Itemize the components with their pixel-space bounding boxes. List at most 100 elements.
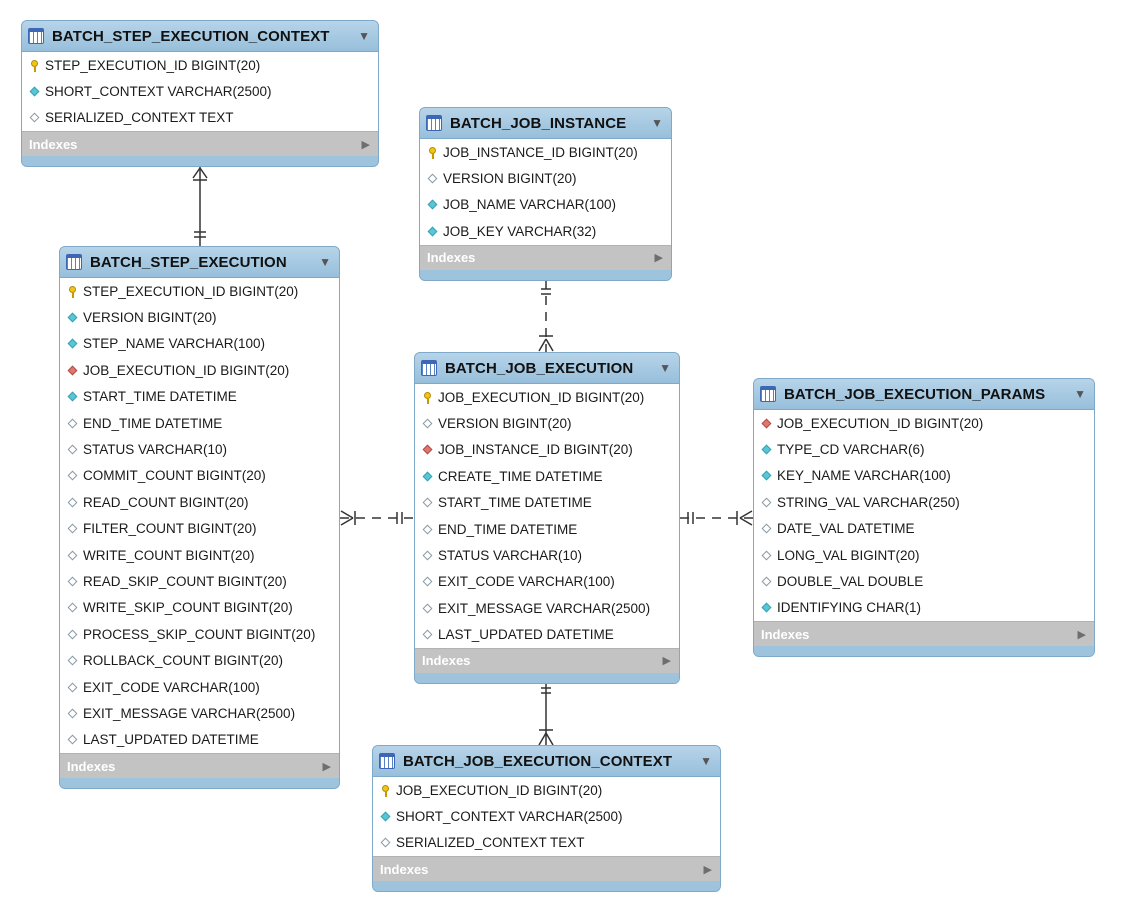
column-row[interactable]: SHORT_CONTEXT VARCHAR(2500) [373, 803, 720, 829]
nullable-column-icon [65, 418, 79, 429]
table-batch-step-execution-context[interactable]: BATCH_STEP_EXECUTION_CONTEXT ▼ STEP_EXEC… [21, 20, 379, 168]
table-batch-step-execution[interactable]: BATCH_STEP_EXECUTION ▼ STEP_EXECUTION_ID… [59, 246, 340, 790]
table-batch-job-execution-params[interactable]: BATCH_JOB_EXECUTION_PARAMS ▼ JOB_EXECUTI… [753, 378, 1095, 658]
table-batch-job-instance[interactable]: BATCH_JOB_INSTANCE ▼ JOB_INSTANCE_ID BIG… [419, 107, 672, 281]
column-definition: READ_SKIP_COUNT BIGINT(20) [83, 573, 287, 589]
column-definition: STATUS VARCHAR(10) [83, 442, 228, 458]
table-footer [22, 156, 378, 167]
table-batch-job-execution[interactable]: BATCH_JOB_EXECUTION ▼ JOB_EXECUTION_ID B… [414, 352, 680, 684]
column-row[interactable]: JOB_KEY VARCHAR(32) [420, 218, 671, 244]
column-row[interactable]: IDENTIFYING CHAR(1) [754, 595, 1094, 621]
column-definition: STATUS VARCHAR(10) [438, 548, 583, 564]
column-row[interactable]: TYPE_CD VARCHAR(6) [754, 436, 1094, 462]
column-row[interactable]: PROCESS_SKIP_COUNT BIGINT(20) [60, 621, 339, 647]
column-row[interactable]: EXIT_MESSAGE VARCHAR(2500) [415, 595, 679, 621]
column-row[interactable]: JOB_NAME VARCHAR(100) [420, 192, 671, 218]
column-row[interactable]: DATE_VAL DATETIME [754, 516, 1094, 542]
column-row[interactable]: READ_COUNT BIGINT(20) [60, 489, 339, 515]
table-batch-job-execution-context[interactable]: BATCH_JOB_EXECUTION_CONTEXT ▼ JOB_EXECUT… [372, 745, 721, 893]
column-row[interactable]: EXIT_CODE VARCHAR(100) [415, 569, 679, 595]
table-header[interactable]: BATCH_JOB_EXECUTION ▼ [415, 353, 679, 383]
indexes-section[interactable]: Indexes ▶ [415, 647, 679, 673]
column-list: JOB_INSTANCE_ID BIGINT(20)VERSION BIGINT… [420, 138, 671, 245]
column-row[interactable]: START_TIME DATETIME [60, 384, 339, 410]
collapse-caret-icon[interactable]: ▼ [659, 361, 671, 375]
expand-arrow-icon[interactable]: ▶ [322, 760, 331, 773]
column-row[interactable]: ROLLBACK_COUNT BIGINT(20) [60, 647, 339, 673]
table-header[interactable]: BATCH_JOB_INSTANCE ▼ [420, 108, 671, 138]
column-definition: IDENTIFYING CHAR(1) [777, 600, 922, 616]
table-footer [415, 672, 679, 683]
table-header[interactable]: BATCH_JOB_EXECUTION_PARAMS ▼ [754, 379, 1094, 409]
indexes-section[interactable]: Indexes ▶ [420, 244, 671, 270]
column-row[interactable]: EXIT_MESSAGE VARCHAR(2500) [60, 700, 339, 726]
column-row[interactable]: SERIALIZED_CONTEXT TEXT [22, 105, 378, 131]
column-row[interactable]: CREATE_TIME DATETIME [415, 463, 679, 489]
column-row[interactable]: JOB_EXECUTION_ID BIGINT(20) [754, 410, 1094, 436]
table-title: BATCH_JOB_INSTANCE [450, 114, 627, 132]
table-header[interactable]: BATCH_JOB_EXECUTION_CONTEXT ▼ [373, 746, 720, 776]
indexes-section[interactable]: Indexes ▶ [22, 131, 378, 157]
column-definition: JOB_NAME VARCHAR(100) [443, 197, 617, 213]
column-row[interactable]: STRING_VAL VARCHAR(250) [754, 489, 1094, 515]
column-row[interactable]: STEP_NAME VARCHAR(100) [60, 331, 339, 357]
column-row[interactable]: STATUS VARCHAR(10) [60, 436, 339, 462]
expand-arrow-icon[interactable]: ▶ [361, 138, 370, 151]
expand-arrow-icon[interactable]: ▶ [654, 252, 663, 265]
column-row[interactable]: LAST_UPDATED DATETIME [415, 622, 679, 648]
column-row[interactable]: JOB_EXECUTION_ID BIGINT(20) [415, 384, 679, 410]
primary-key-icon [378, 784, 392, 797]
column-definition: ROLLBACK_COUNT BIGINT(20) [83, 653, 284, 669]
column-row[interactable]: JOB_INSTANCE_ID BIGINT(20) [420, 139, 671, 165]
column-row[interactable]: FILTER_COUNT BIGINT(20) [60, 516, 339, 542]
indexes-section[interactable]: Indexes ▶ [373, 856, 720, 882]
column-definition: JOB_EXECUTION_ID BIGINT(20) [777, 415, 984, 431]
column-row[interactable]: STEP_EXECUTION_ID BIGINT(20) [22, 52, 378, 78]
relationship-job-execution-to-step-execution [340, 510, 414, 526]
column-row[interactable]: STATUS VARCHAR(10) [415, 542, 679, 568]
nullable-column-icon [759, 523, 773, 534]
column-row[interactable]: KEY_NAME VARCHAR(100) [754, 463, 1094, 489]
column-definition: JOB_KEY VARCHAR(32) [443, 223, 597, 239]
column-row[interactable]: JOB_EXECUTION_ID BIGINT(20) [60, 357, 339, 383]
column-row[interactable]: WRITE_COUNT BIGINT(20) [60, 542, 339, 568]
column-row[interactable]: VERSION BIGINT(20) [60, 304, 339, 330]
column-row[interactable]: STEP_EXECUTION_ID BIGINT(20) [60, 278, 339, 304]
column-row[interactable]: SHORT_CONTEXT VARCHAR(2500) [22, 78, 378, 104]
collapse-caret-icon[interactable]: ▼ [700, 754, 712, 768]
not-null-column-icon [759, 444, 773, 455]
column-row[interactable]: VERSION BIGINT(20) [420, 165, 671, 191]
column-row[interactable]: END_TIME DATETIME [60, 410, 339, 436]
column-definition: END_TIME DATETIME [83, 415, 223, 431]
not-null-column-icon [378, 811, 392, 822]
expand-arrow-icon[interactable]: ▶ [1077, 628, 1086, 641]
table-header[interactable]: BATCH_STEP_EXECUTION_CONTEXT ▼ [22, 21, 378, 51]
column-row[interactable]: LAST_UPDATED DATETIME [60, 727, 339, 753]
column-row[interactable]: JOB_INSTANCE_ID BIGINT(20) [415, 437, 679, 463]
column-row[interactable]: JOB_EXECUTION_ID BIGINT(20) [373, 777, 720, 803]
column-row[interactable]: DOUBLE_VAL DOUBLE [754, 568, 1094, 594]
column-definition: END_TIME DATETIME [438, 521, 578, 537]
column-row[interactable]: END_TIME DATETIME [415, 516, 679, 542]
expand-arrow-icon[interactable]: ▶ [703, 863, 712, 876]
column-row[interactable]: VERSION BIGINT(20) [415, 410, 679, 436]
nullable-column-icon [759, 497, 773, 508]
not-null-column-icon [27, 86, 41, 97]
column-row[interactable]: WRITE_SKIP_COUNT BIGINT(20) [60, 595, 339, 621]
indexes-section[interactable]: Indexes ▶ [60, 753, 339, 779]
table-header[interactable]: BATCH_STEP_EXECUTION ▼ [60, 247, 339, 277]
collapse-caret-icon[interactable]: ▼ [319, 255, 331, 269]
collapse-caret-icon[interactable]: ▼ [1074, 387, 1086, 401]
column-row[interactable]: START_TIME DATETIME [415, 490, 679, 516]
expand-arrow-icon[interactable]: ▶ [662, 655, 671, 668]
column-row[interactable]: COMMIT_COUNT BIGINT(20) [60, 463, 339, 489]
nullable-column-icon [425, 173, 439, 184]
collapse-caret-icon[interactable]: ▼ [651, 116, 663, 130]
column-definition: EXIT_CODE VARCHAR(100) [83, 679, 260, 695]
indexes-section[interactable]: Indexes ▶ [754, 621, 1094, 647]
column-row[interactable]: LONG_VAL BIGINT(20) [754, 542, 1094, 568]
column-row[interactable]: EXIT_CODE VARCHAR(100) [60, 674, 339, 700]
collapse-caret-icon[interactable]: ▼ [358, 29, 370, 43]
column-row[interactable]: READ_SKIP_COUNT BIGINT(20) [60, 568, 339, 594]
column-row[interactable]: SERIALIZED_CONTEXT TEXT [373, 830, 720, 856]
